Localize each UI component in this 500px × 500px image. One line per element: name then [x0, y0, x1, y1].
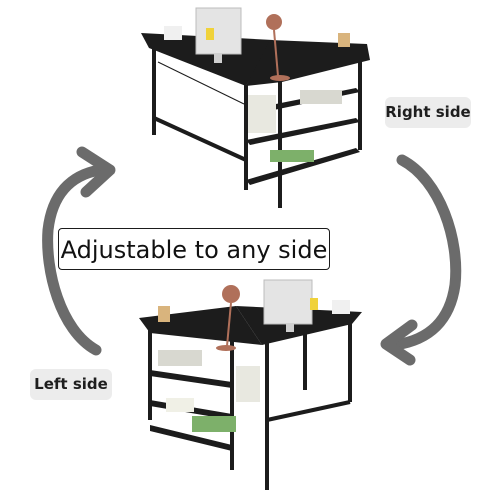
rotate-arrow-left: [42, 146, 116, 356]
headline: Adjustable to any side: [58, 228, 330, 270]
left-side-label: Left side: [30, 369, 112, 400]
rotate-arrow-right: [380, 154, 462, 366]
right-side-label: Right side: [385, 97, 471, 128]
desk-bottom-left-orientation: [139, 279, 362, 490]
desk-top-right-orientation: [141, 7, 370, 208]
